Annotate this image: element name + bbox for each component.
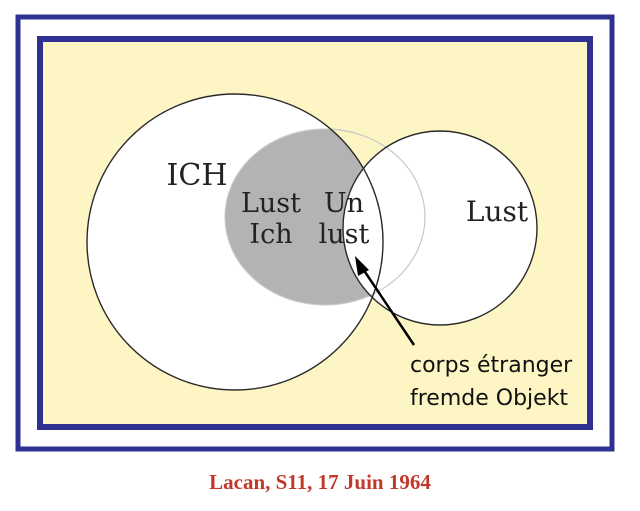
lust-ich-label-line1: Lust: [241, 188, 301, 219]
lust-ich-outline: [224, 128, 426, 306]
ich-circle-outline: [86, 93, 384, 391]
unlust-region: [343, 131, 425, 305]
annotation-line2: fremde Objekt: [410, 386, 568, 411]
caption: Lacan, S11, 17 Juin 1964: [209, 470, 431, 494]
ich-label: ICH: [167, 158, 228, 193]
annotation-line1: corps étranger: [410, 353, 573, 378]
lust-circle-outline: [342, 130, 538, 326]
lust-ich-label-line2: Ich: [249, 219, 292, 250]
lust-label: Lust: [466, 195, 529, 228]
unlust-label-line2: lust: [319, 219, 370, 250]
arrow-icon: [355, 256, 416, 346]
unlust-label-line1: Un: [324, 188, 364, 219]
